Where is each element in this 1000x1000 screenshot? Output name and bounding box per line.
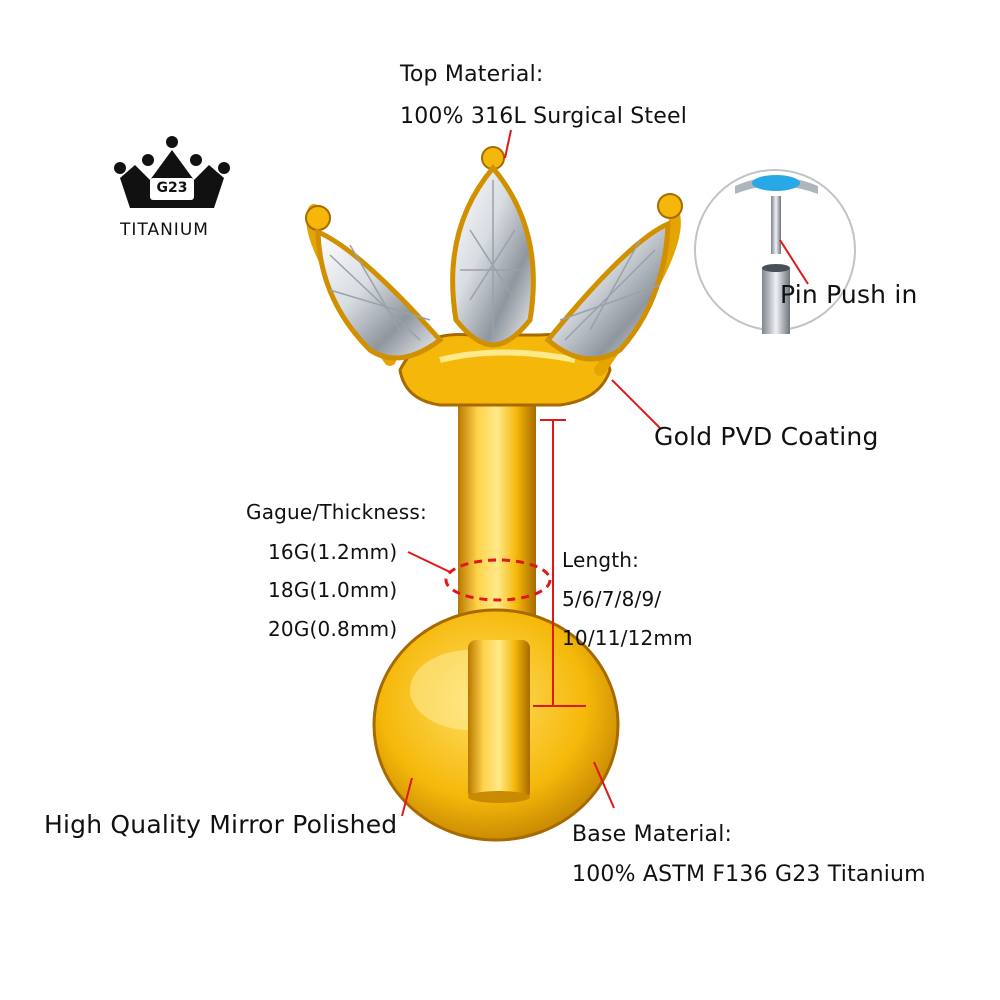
length-values-line1: 5/6/7/8/9/ — [562, 587, 662, 611]
gauge-title: Gague/Thickness: — [246, 500, 427, 524]
pin-pointer — [779, 239, 809, 285]
gauge-option-16g: 16G(1.2mm) — [268, 540, 398, 564]
gauge-ring — [444, 558, 552, 602]
base-pointer — [593, 761, 615, 809]
base-material-title: Base Material: — [572, 822, 733, 847]
coating-label: Gold PVD Coating — [654, 422, 879, 451]
annotation-lines — [401, 129, 809, 817]
marquise-gem-left — [315, 228, 444, 361]
crown-badge-text: G23 — [156, 180, 188, 196]
polish-pointer — [401, 777, 413, 817]
polish-label: High Quality Mirror Polished — [44, 810, 398, 839]
marquise-gem-center — [450, 164, 536, 348]
gauge-pointer — [407, 551, 451, 573]
top-material-title: Top Material: — [400, 62, 544, 87]
base-material-value: 100% ASTM F136 G23 Titanium — [572, 862, 926, 887]
gauge-option-20g: 20G(0.8mm) — [268, 617, 398, 641]
titanium-badge-label: TITANIUM — [120, 220, 209, 240]
pin-push-label: Pin Push in — [780, 280, 918, 309]
length-values-line2: 10/11/12mm — [562, 626, 693, 650]
top-material-pointer — [504, 129, 512, 159]
length-title: Length: — [562, 548, 640, 572]
marquise-gem-right — [544, 220, 671, 362]
gauge-option-18g: 18G(1.0mm) — [268, 578, 398, 602]
top-material-value: 100% 316L Surgical Steel — [400, 104, 688, 129]
coating-pointer — [611, 379, 661, 429]
crown-icon — [114, 136, 230, 208]
pin-inset-circle — [694, 169, 856, 334]
